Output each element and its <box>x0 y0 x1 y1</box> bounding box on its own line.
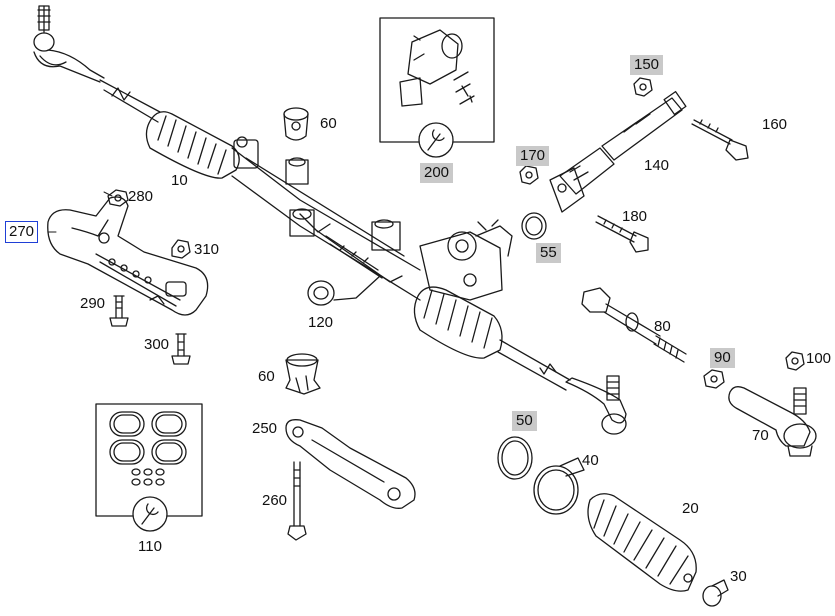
callout-60-bottom: 60 <box>258 368 275 385</box>
callout-100: 100 <box>806 350 832 367</box>
seal-120[interactable] <box>307 275 381 306</box>
mounting-bracket[interactable] <box>47 196 209 316</box>
valve-kit-box[interactable] <box>379 17 495 158</box>
nut-100[interactable] <box>785 351 805 371</box>
outer-tie-rod-end[interactable] <box>728 386 817 457</box>
tie-rod-end-left[interactable] <box>33 5 105 83</box>
nut-310[interactable] <box>171 239 191 259</box>
callout-80: 80 <box>654 318 671 335</box>
callout-270-selected[interactable]: 270 <box>5 221 39 243</box>
callout-90[interactable]: 90 <box>710 348 735 368</box>
nut-280[interactable] <box>107 189 129 207</box>
callout-160: 160 <box>762 116 788 133</box>
callout-70: 70 <box>752 427 769 444</box>
leader-lines <box>47 191 113 233</box>
callout-30: 30 <box>730 568 747 585</box>
callout-180: 180 <box>622 208 648 225</box>
callout-290: 290 <box>80 295 106 312</box>
bolt-180[interactable] <box>595 215 649 253</box>
callout-140: 140 <box>644 157 670 174</box>
callout-10: 10 <box>171 172 188 189</box>
callout-120: 120 <box>308 314 334 331</box>
boot-20[interactable] <box>587 493 697 592</box>
steering-rack-assembly[interactable] <box>99 79 571 391</box>
intermediate-shaft[interactable] <box>549 90 687 213</box>
bushing-60-bottom[interactable] <box>285 353 321 395</box>
callout-280: 280 <box>128 188 154 205</box>
callout-170[interactable]: 170 <box>516 146 550 166</box>
ring-50[interactable] <box>497 436 533 480</box>
callout-55[interactable]: 55 <box>536 243 561 263</box>
callout-50[interactable]: 50 <box>512 411 537 431</box>
callout-310: 310 <box>194 241 220 258</box>
tie-rod-end-right-assembled[interactable] <box>565 375 627 435</box>
callout-200[interactable]: 200 <box>420 163 454 183</box>
bolt-290[interactable] <box>109 295 129 327</box>
callout-150[interactable]: 150 <box>630 55 664 75</box>
nut-150[interactable] <box>633 77 653 97</box>
inner-tie-rod[interactable] <box>581 287 687 363</box>
o-ring-55[interactable] <box>521 212 547 240</box>
nut-170[interactable] <box>519 165 539 185</box>
bolt-260[interactable] <box>287 461 307 541</box>
nut-90[interactable] <box>703 369 725 389</box>
plate-250[interactable] <box>285 419 416 509</box>
callout-20: 20 <box>682 500 699 517</box>
bolt-160[interactable] <box>691 119 749 161</box>
bushing-60-top[interactable] <box>283 107 309 141</box>
callout-60-top: 60 <box>320 115 337 132</box>
clamp-40[interactable] <box>533 457 585 515</box>
seal-kit-box[interactable] <box>95 403 203 532</box>
callout-300: 300 <box>144 336 170 353</box>
callout-250: 250 <box>252 420 278 437</box>
clip-30[interactable] <box>702 579 729 607</box>
callout-260: 260 <box>262 492 288 509</box>
bolt-300[interactable] <box>171 333 191 365</box>
callout-110: 110 <box>138 538 162 555</box>
callout-40: 40 <box>582 452 599 469</box>
